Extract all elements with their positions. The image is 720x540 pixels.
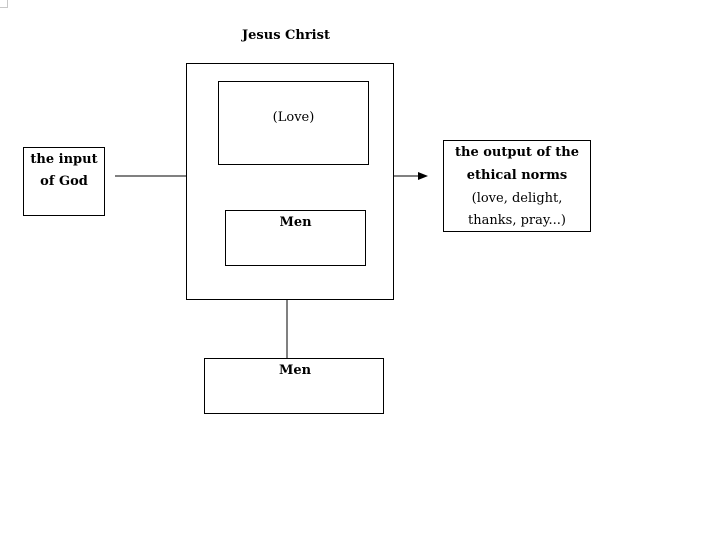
bottom-men-label: Men [279,363,312,378]
output-line-2: ethical norms [466,168,568,183]
page-corner-mark [0,0,8,8]
inner-men-box: Men [225,210,366,266]
output-line-1: the output of the [455,145,579,160]
input-of-god-box: the input of God [23,147,105,216]
input-line-1: the input [30,152,98,167]
input-line-2: of God [40,174,88,189]
output-line-3: (love, delight, [471,191,563,206]
diagram-title: Jesus Christ [242,28,330,43]
output-line-4: thanks, pray...) [468,213,566,228]
love-box: (Love) [218,81,369,165]
inner-men-label: Men [279,215,312,230]
bottom-men-box [204,358,384,414]
love-label: (Love) [272,110,315,125]
ethical-norms-output-box: the output of the ethical norms (love, d… [443,140,591,232]
